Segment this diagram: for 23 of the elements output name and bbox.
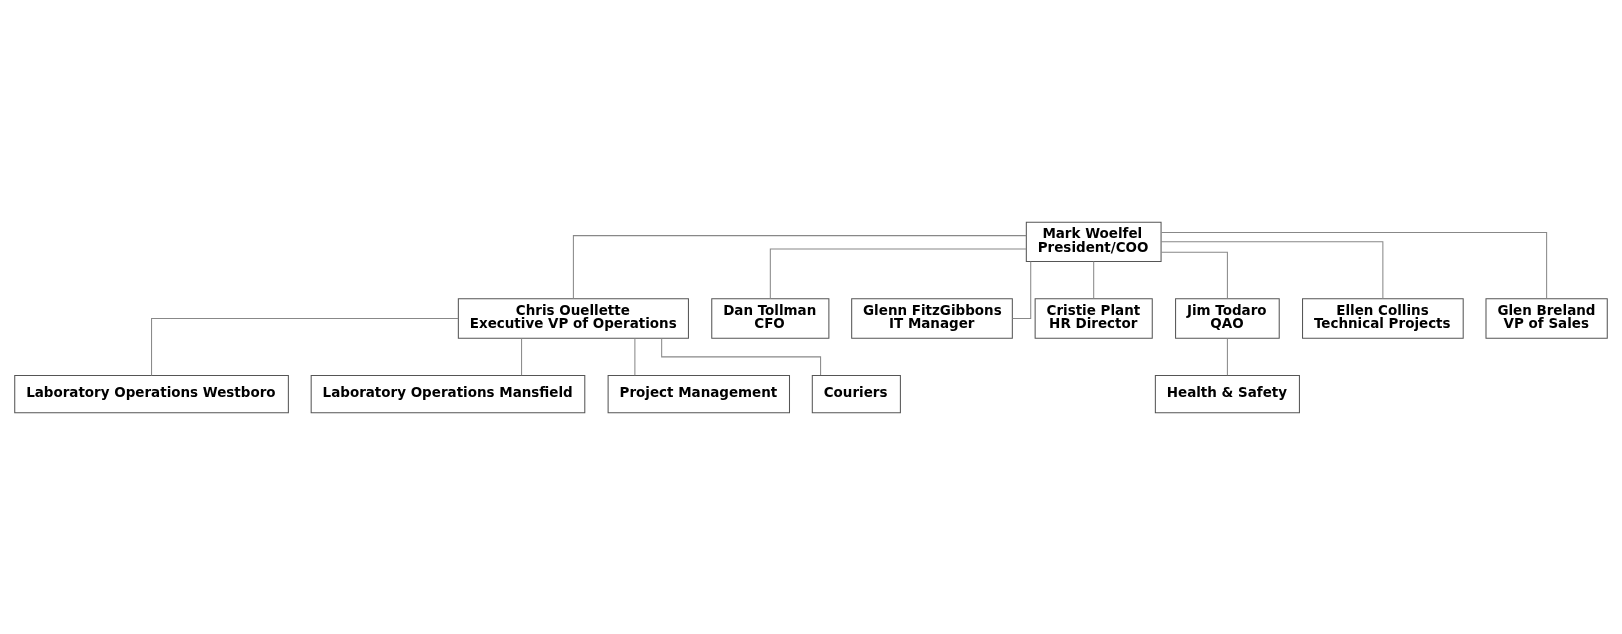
connector [1160, 251, 1228, 299]
connector [1226, 337, 1228, 376]
node-box: Dan Tollman CFO [711, 297, 830, 339]
node-box: Cristie Plant HR Director [1034, 297, 1153, 339]
connector [634, 337, 636, 376]
node-box: Laboratory Operations Mansfield [310, 374, 586, 413]
node-box: Glen Breland VP of Sales [1485, 297, 1608, 339]
connector [1093, 260, 1095, 299]
node-box: Couriers [811, 374, 901, 413]
node-box: Mark Woelfel President/COO [1025, 221, 1162, 262]
node-box: Health & Safety [1154, 374, 1300, 413]
connector [1161, 231, 1548, 299]
node-box: Ellen Collins Technical Projects [1302, 297, 1464, 339]
node-box: Chris Ouellette Executive VP of Operations [457, 297, 689, 339]
node-box: Glenn FitzGibbons IT Manager [851, 297, 1013, 339]
connector [769, 248, 1027, 299]
connector [1160, 240, 1384, 299]
connector [521, 337, 523, 376]
node-box: Jim Todaro QAO [1175, 297, 1280, 339]
node-box: Project Management [607, 374, 790, 413]
node-box: Laboratory Operations Westboro [14, 374, 289, 413]
connector [572, 234, 1027, 299]
connector [151, 317, 459, 376]
